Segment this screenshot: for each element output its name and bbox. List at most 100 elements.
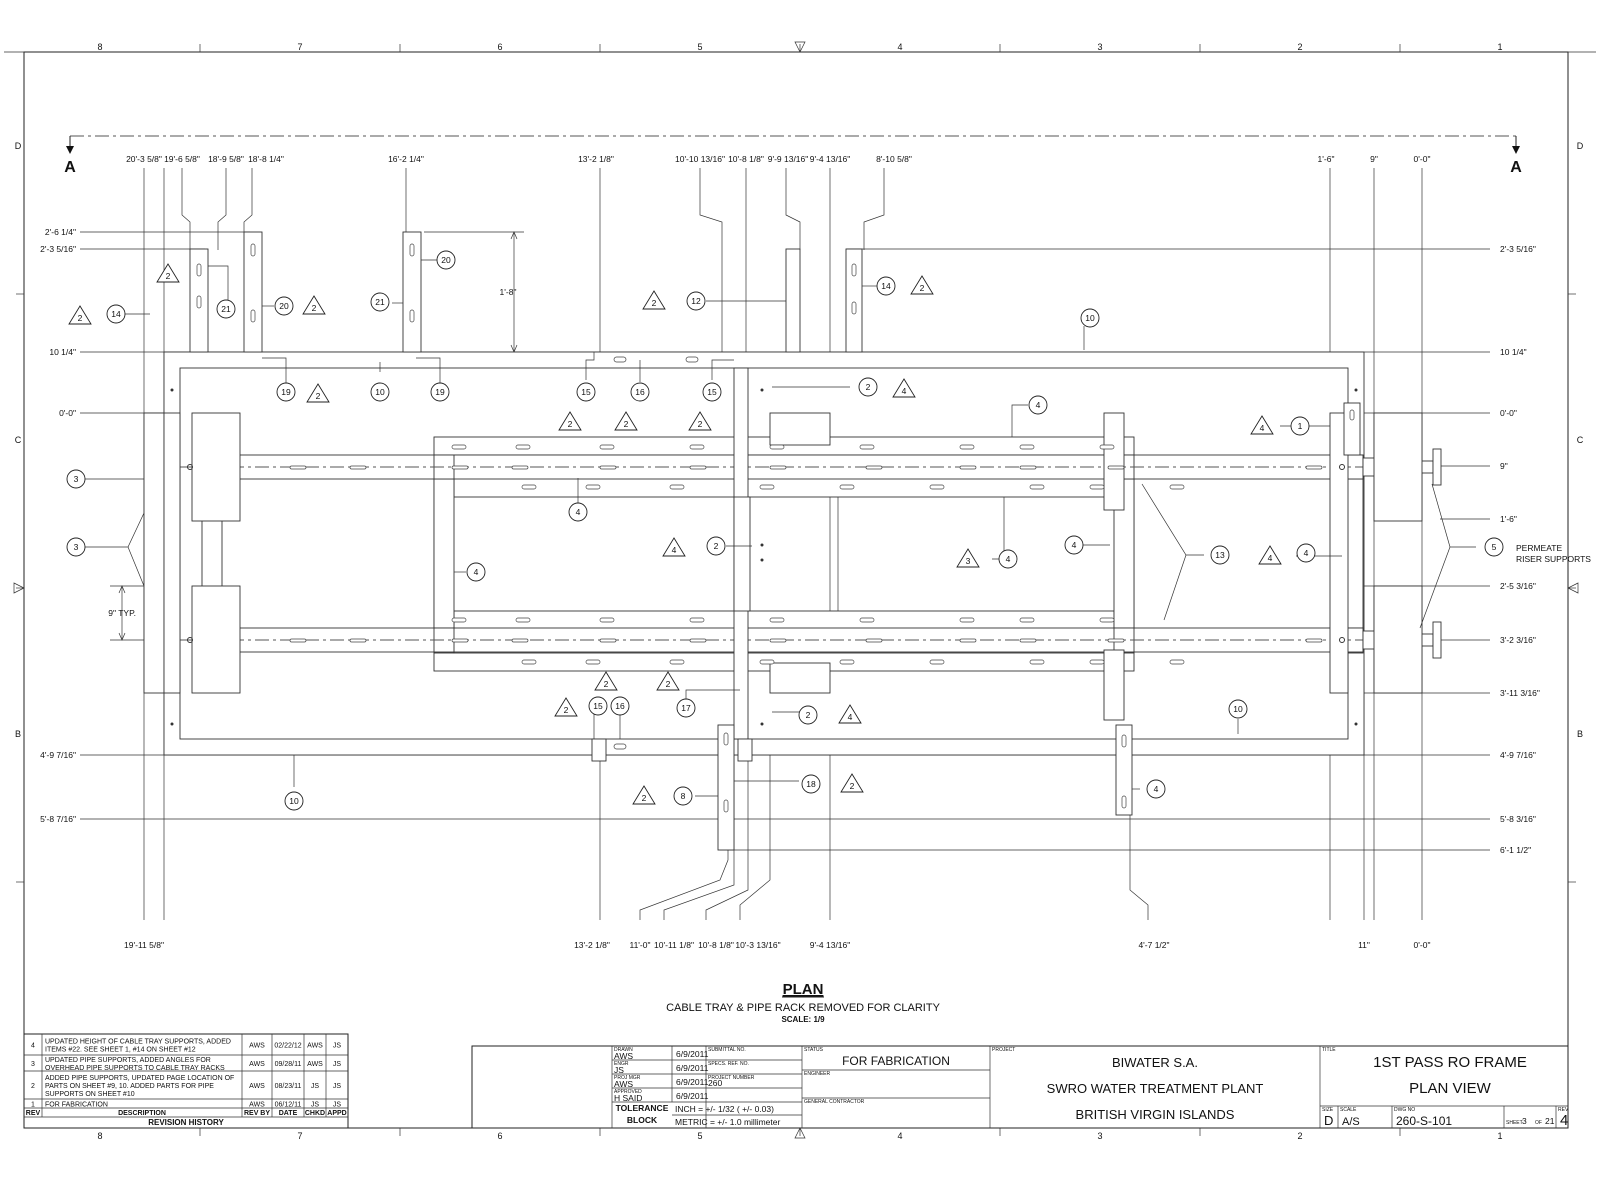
zone-row-right-B: B (1577, 729, 1583, 739)
pipe-slot (451, 465, 469, 470)
rack-slot (599, 444, 615, 450)
pipe-slot (1107, 638, 1125, 643)
dim-top-7: 10'-10 13/16" (675, 154, 725, 164)
svg-text:ADDED PIPE SUPPORTS, UPDATED P: ADDED PIPE SUPPORTS, UPDATED PAGE LOCATI… (45, 1075, 234, 1082)
drawing-title-line-2: PLAN VIEW (1409, 1080, 1492, 1097)
svg-text:2: 2 (714, 541, 719, 551)
svg-text:14: 14 (881, 281, 891, 291)
engineer-label: ENGINEER (804, 1071, 831, 1077)
svg-text:2: 2 (78, 313, 83, 323)
dim-top-4: 18'-8 1/4" (248, 154, 284, 164)
revision-triangle-2: 2 (910, 275, 934, 295)
zone-col-top-1: 1 (1497, 42, 1502, 52)
svg-text:13: 13 (1215, 550, 1225, 560)
svg-text:20: 20 (279, 301, 289, 311)
pipe-slot (451, 638, 469, 643)
zone-col-top-6: 6 (497, 42, 502, 52)
callout-13: 13 (1210, 545, 1230, 565)
drawn-by: AWS (614, 1051, 633, 1061)
rack-slot (839, 484, 855, 490)
ro-frame (143, 231, 1442, 851)
svg-text:4: 4 (1154, 784, 1159, 794)
zone-row-right-C: C (1577, 435, 1584, 445)
callout-15: 15 (576, 382, 596, 402)
rack-slot (669, 659, 685, 665)
project-label: PROJECT (992, 1047, 1015, 1053)
svg-text:16: 16 (635, 387, 645, 397)
rack-slot (689, 617, 705, 623)
tolerance-label-2: BLOCK (627, 1115, 658, 1125)
callout-3: 3 (66, 469, 86, 489)
svg-text:2: 2 (568, 419, 573, 429)
svg-text:4: 4 (1304, 548, 1309, 558)
drawing-title-line-1: 1ST PASS RO FRAME (1373, 1054, 1527, 1071)
svg-text:5: 5 (1492, 542, 1497, 552)
svg-text:3: 3 (966, 556, 971, 566)
rack-slot (1099, 444, 1115, 450)
svg-text:JS: JS (311, 1102, 320, 1109)
callout-20: 20 (274, 296, 294, 316)
dim-bottom-10: 0'-0" (1414, 940, 1431, 950)
dim-right-11: 6'-1 1/2" (1500, 845, 1531, 855)
svg-text:2: 2 (624, 419, 629, 429)
zone-row-right-D: D (1577, 141, 1584, 151)
callout-21: 21 (216, 299, 236, 319)
svg-text:2: 2 (166, 271, 171, 281)
dim-right-2: 10 1/4" (1500, 347, 1527, 357)
submittal-label: SUBMITTAL NO. (708, 1047, 746, 1053)
callout-19: 19 (276, 382, 296, 402)
rack-slot (1099, 617, 1115, 623)
plan-scale: SCALE: 1/9 (781, 1015, 825, 1024)
sheet-label: SHEET (1506, 1120, 1523, 1126)
proj-mgr-by: AWS (614, 1079, 633, 1089)
rack-slot (521, 659, 537, 665)
rack-slot (1089, 484, 1105, 490)
pipe-slot (289, 465, 307, 470)
revision-triangle-2: 2 (656, 671, 680, 691)
svg-text:JS: JS (333, 1043, 342, 1050)
svg-text:4: 4 (848, 712, 853, 722)
svg-text:AWS: AWS (249, 1083, 265, 1090)
callout-10: 10 (1228, 699, 1248, 719)
drawn-label: DRAWN (614, 1047, 633, 1053)
svg-text:4: 4 (1072, 540, 1077, 550)
rack-slot (839, 659, 855, 665)
centering-marks (13, 41, 1579, 1139)
callout-4: 4 (1028, 395, 1048, 415)
tolerance-label-1: TOLERANCE (616, 1103, 669, 1113)
section-line-a-a: A A (64, 135, 1522, 176)
rack-slot (859, 617, 875, 623)
pipe-slot (349, 465, 367, 470)
revision-triangle-2: 2 (632, 785, 656, 805)
svg-text:JS: JS (333, 1102, 342, 1109)
svg-text:4: 4 (1260, 423, 1265, 433)
callout-4: 4 (1296, 543, 1316, 563)
pipe-slot (959, 465, 977, 470)
dim-left-5: 9" TYP. (108, 608, 136, 618)
pipe-slot (959, 638, 977, 643)
rack-slot (1029, 659, 1045, 665)
rack-slot (759, 484, 775, 490)
svg-text:JS: JS (333, 1083, 342, 1090)
svg-text:21: 21 (375, 297, 385, 307)
svg-text:4: 4 (474, 567, 479, 577)
plan-title-block: PLAN CABLE TRAY & PIPE RACK REMOVED FOR … (666, 981, 941, 1024)
svg-text:3: 3 (31, 1061, 35, 1068)
svg-text:10: 10 (375, 387, 385, 397)
frame-slot (613, 356, 627, 363)
tolerance-metric: METRIC = +/- 1.0 millimeter (675, 1117, 780, 1127)
rack-slot (1019, 617, 1035, 623)
revision-triangle-2: 2 (642, 290, 666, 310)
callout-1: 1 (1290, 416, 1310, 436)
callout-19: 19 (430, 382, 450, 402)
pipe-slot (769, 465, 787, 470)
svg-text:2: 2 (666, 679, 671, 689)
revision-triangle-4: 4 (1250, 415, 1274, 435)
svg-text:10: 10 (1233, 704, 1243, 714)
svg-text:15: 15 (593, 701, 603, 711)
svg-text:16: 16 (615, 701, 625, 711)
dim-left-1: 2'-6 1/4" (45, 227, 76, 237)
svg-text:OVERHEAD PIPE SUPPORTS TO CABL: OVERHEAD PIPE SUPPORTS TO CABLE TRAY RAC… (45, 1065, 225, 1072)
svg-text:08/23/11: 08/23/11 (275, 1083, 302, 1090)
